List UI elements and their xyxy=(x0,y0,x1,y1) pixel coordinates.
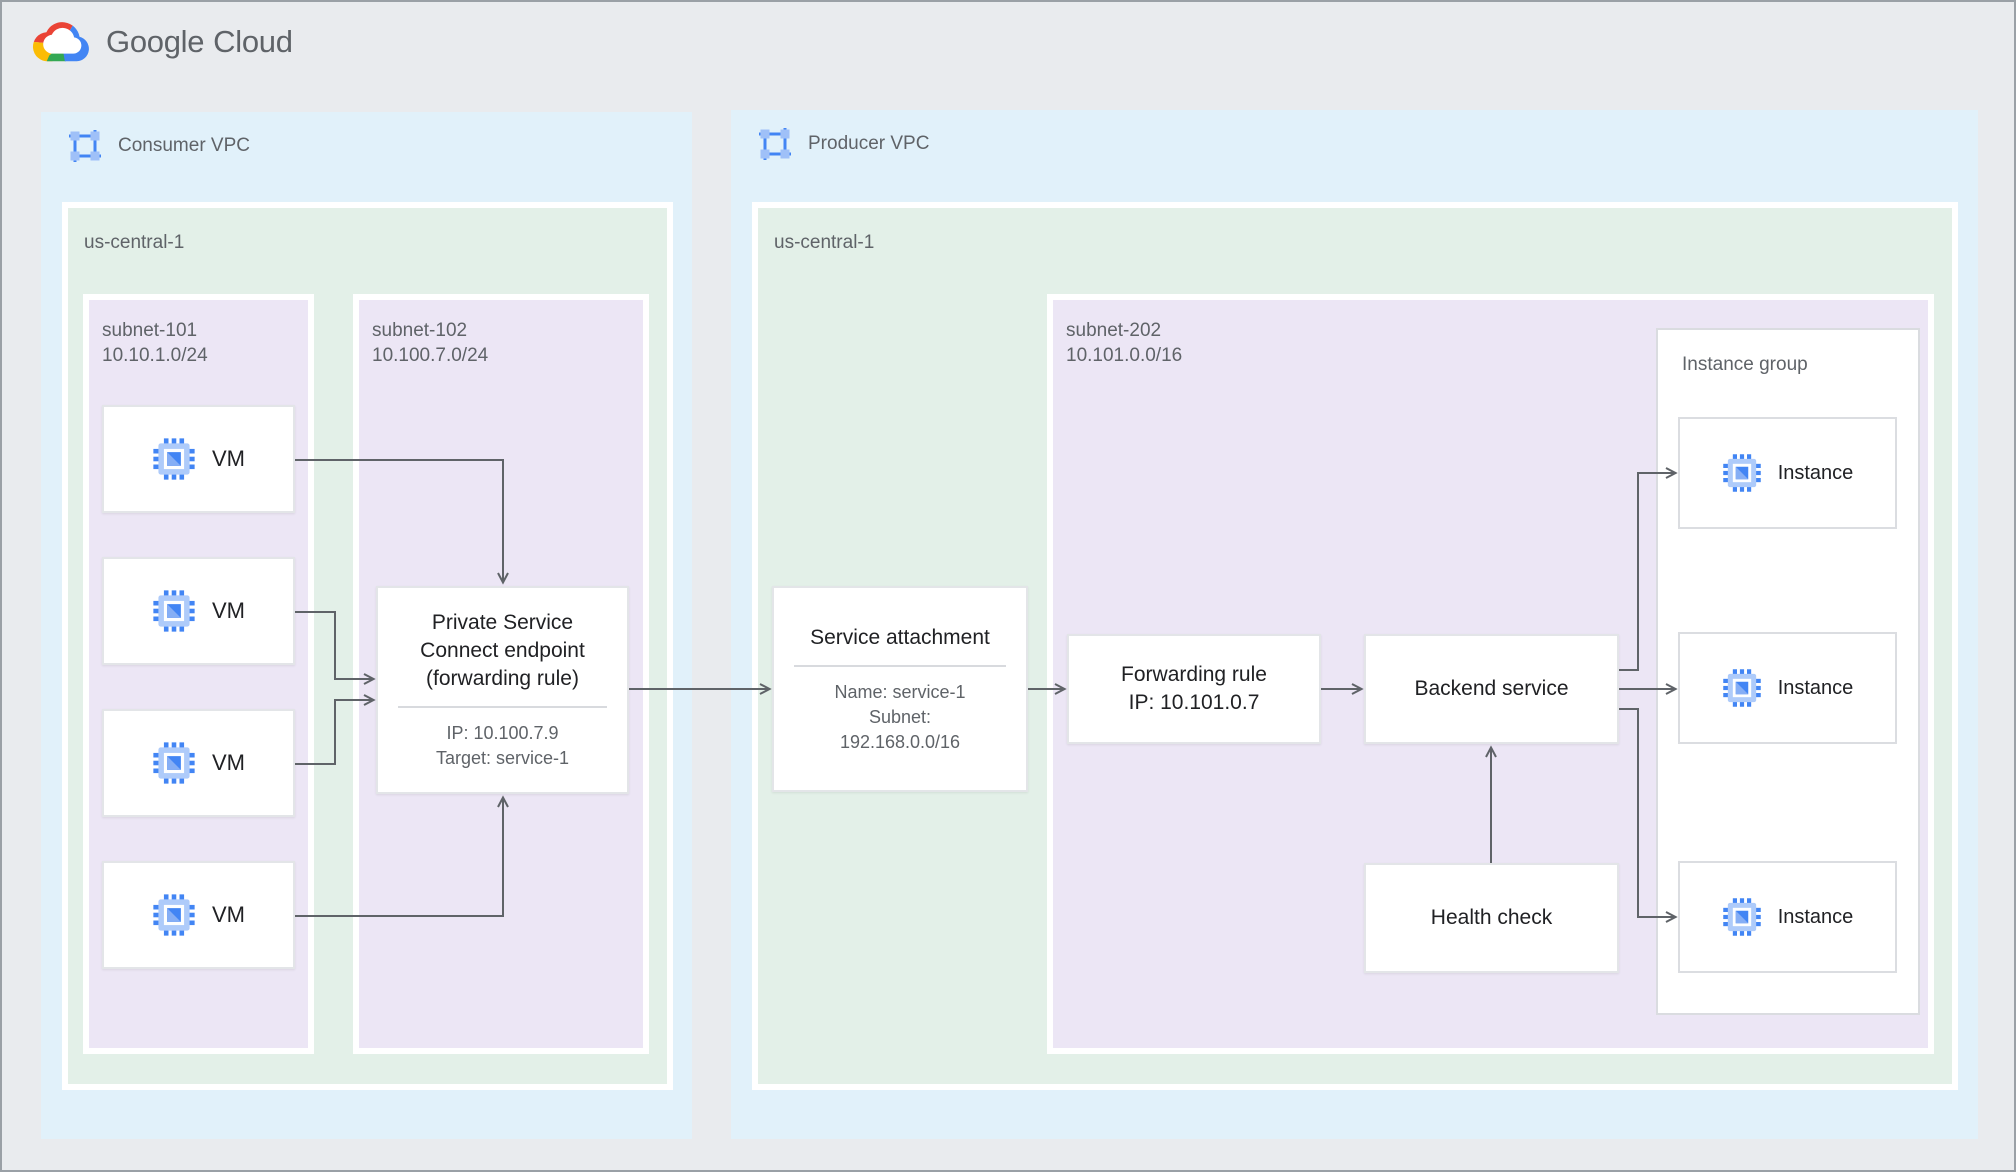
instance-label: Instance xyxy=(1777,676,1854,699)
instance-box-2: Instance xyxy=(1678,632,1897,744)
subnet-202-name: subnet-202 xyxy=(1066,320,1162,341)
backend-service-label: Backend service xyxy=(1414,677,1569,700)
compute-chip-icon xyxy=(1722,898,1761,936)
subnet-202-cidr: 10.101.0.0/16 xyxy=(1066,345,1183,366)
vm-box-4: VM xyxy=(102,861,295,969)
psc-endpoint-box: Private Service Connect endpoint (forwar… xyxy=(376,586,629,794)
backend-service-box: Backend service xyxy=(1364,634,1619,744)
instance-label: Instance xyxy=(1777,905,1854,928)
logo-text-cloud: Cloud xyxy=(213,23,293,59)
compute-chip-icon xyxy=(1722,669,1761,707)
service-attachment-title: Service attachment xyxy=(810,625,990,649)
psc-divider xyxy=(397,706,608,708)
vm-label: VM xyxy=(212,902,245,927)
logo-text: Google Cloud xyxy=(106,24,293,60)
producer-region-box: us-central-1 Service attachment Name: se… xyxy=(752,202,1958,1090)
psc-target: Target: service-1 xyxy=(435,748,570,768)
logo-text-google: Google xyxy=(106,23,205,59)
subnet-102-label: subnet-102 10.100.7.0/24 xyxy=(372,318,488,368)
psc-title: Private Service Connect endpoint (forwar… xyxy=(420,609,585,693)
subnet-102-cidr: 10.100.7.0/24 xyxy=(372,345,489,366)
subnet-101-name: subnet-101 xyxy=(102,320,198,341)
subnet-202-box: subnet-202 10.101.0.0/16 Forwarding rule… xyxy=(1047,294,1934,1054)
vm-box-3: VM xyxy=(102,709,295,817)
consumer-vpc-box: Consumer VPC us-central-1 subnet-101 10.… xyxy=(41,112,692,1139)
google-cloud-icon xyxy=(32,22,89,62)
consumer-vpc-header: Consumer VPC xyxy=(67,128,250,164)
vm-label: VM xyxy=(212,446,245,471)
service-attachment-box: Service attachment Name: service-1 Subne… xyxy=(772,586,1028,792)
consumer-region-box: us-central-1 subnet-101 10.10.1.0/24 VM … xyxy=(62,202,673,1090)
consumer-vpc-label: Consumer VPC xyxy=(118,135,250,156)
compute-chip-icon xyxy=(153,742,195,784)
vm-box-1: VM xyxy=(102,405,295,513)
instance-label: Instance xyxy=(1777,461,1854,484)
instance-group-box: Instance group Instance Instance Instanc… xyxy=(1656,328,1920,1015)
service-attachment-name: Name: service-1 xyxy=(834,681,966,702)
instance-box-3: Instance xyxy=(1678,861,1897,973)
psc-title-line3: (forwarding rule) xyxy=(426,667,579,690)
producer-region-label: us-central-1 xyxy=(774,232,875,253)
subnet-101-label: subnet-101 10.10.1.0/24 xyxy=(102,318,208,368)
forwarding-rule-title: Forwarding rule xyxy=(1121,663,1267,686)
google-cloud-logo: Google Cloud xyxy=(30,16,293,67)
vm-label: VM xyxy=(212,750,245,775)
forwarding-rule-box: Forwarding rule IP: 10.101.0.7 xyxy=(1067,634,1321,744)
subnet-101-box: subnet-101 10.10.1.0/24 VM VM VM V xyxy=(83,294,314,1054)
subnet-202-label: subnet-202 10.101.0.0/16 xyxy=(1066,318,1182,368)
vm-box-2: VM xyxy=(102,557,295,665)
health-check-box: Health check xyxy=(1364,863,1619,973)
service-attachment-divider xyxy=(794,664,1006,667)
forwarding-rule-ip: IP: 10.101.0.7 xyxy=(1128,691,1260,714)
instance-box-1: Instance xyxy=(1678,417,1897,529)
vpc-icon xyxy=(67,128,103,164)
subnet-102-box: subnet-102 10.100.7.0/24 Private Service… xyxy=(353,294,649,1054)
producer-vpc-box: Producer VPC us-central-1 Service attach… xyxy=(731,110,1978,1139)
compute-chip-icon xyxy=(1722,454,1761,492)
compute-chip-icon xyxy=(153,590,195,632)
vpc-icon xyxy=(757,126,793,162)
health-check-label: Health check xyxy=(1430,906,1553,929)
subnet-101-cidr: 10.10.1.0/24 xyxy=(102,345,208,366)
instance-group-label: Instance group xyxy=(1682,354,1808,375)
psc-title-line2: Connect endpoint xyxy=(420,639,585,662)
service-attachment-subnet-value: 192.168.0.0/16 xyxy=(839,731,961,752)
psc-title-line1: Private Service xyxy=(431,611,574,634)
subnet-102-name: subnet-102 xyxy=(372,320,468,341)
producer-vpc-label: Producer VPC xyxy=(808,133,930,154)
psc-ip: IP: 10.100.7.9 xyxy=(446,723,559,743)
service-attachment-subnet-label: Subnet: xyxy=(868,706,932,727)
compute-chip-icon xyxy=(153,438,195,480)
vm-label: VM xyxy=(212,598,245,623)
consumer-region-label: us-central-1 xyxy=(84,232,185,253)
producer-vpc-header: Producer VPC xyxy=(757,126,929,162)
compute-chip-icon xyxy=(153,894,195,936)
